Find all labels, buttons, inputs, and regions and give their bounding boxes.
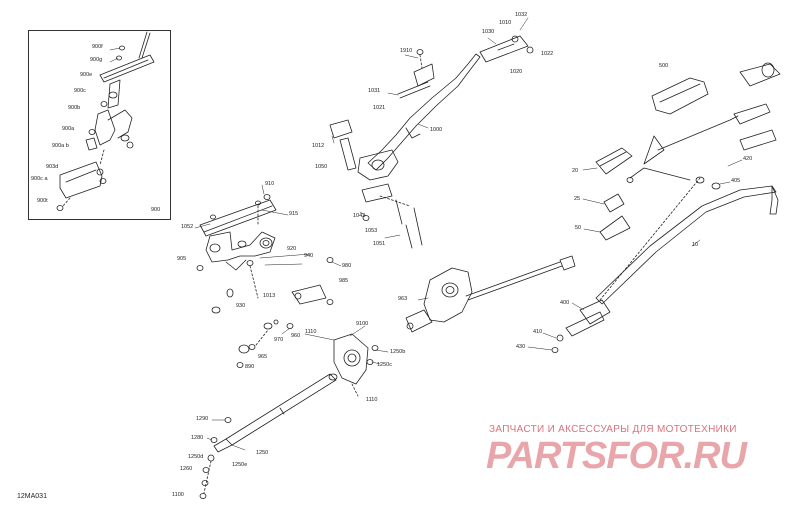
label-1022: 1022 <box>541 51 554 57</box>
label-970: 970 <box>274 337 284 343</box>
label-50: 50 <box>575 225 582 231</box>
throttle-20 <box>595 115 739 241</box>
label-20: 20 <box>572 168 579 174</box>
label-1110-bottom: 1110 <box>366 397 378 403</box>
label-900t: 900t <box>37 198 48 204</box>
label-1250: 1250 <box>256 450 269 456</box>
label-1010: 1010 <box>499 20 512 26</box>
watermark-tagline: ЗАПЧАСТИ И АКСЕССУАРЫ ДЛЯ МОТОТЕХНИКИ <box>489 424 737 435</box>
label-900a-b: 900a b <box>52 143 69 149</box>
label-1100: 1100 <box>172 492 184 498</box>
housing-9100 <box>333 333 379 397</box>
label-1031: 1031 <box>368 88 381 94</box>
label-890: 890 <box>245 364 255 370</box>
label-900a: 900a <box>62 126 75 132</box>
pedal-arm-1000 <box>329 35 534 249</box>
label-1250e: 1250e <box>232 462 248 468</box>
label-960: 960 <box>291 333 301 339</box>
label-1013: 1013 <box>263 293 276 299</box>
inset-box-900 <box>28 30 171 220</box>
label-420: 420 <box>743 156 753 162</box>
label-1053: 1053 <box>365 228 378 234</box>
bracket-assembly <box>196 194 277 271</box>
shaft-1250 <box>199 373 338 499</box>
label-500: 500 <box>659 63 669 69</box>
label-1012: 1012 <box>312 143 325 149</box>
label-963: 963 <box>398 296 408 302</box>
label-400: 400 <box>560 300 570 306</box>
label-430: 430 <box>516 344 526 350</box>
label-1250d: 1250d <box>188 454 204 460</box>
label-940: 940 <box>304 253 314 259</box>
label-410: 410 <box>533 329 543 335</box>
inset-assembly-900 <box>56 31 155 211</box>
grip-500 <box>651 62 781 190</box>
label-1260: 1260 <box>180 466 193 472</box>
leader-lines <box>109 17 743 451</box>
label-1030: 1030 <box>482 29 495 35</box>
lever-parts-cluster <box>211 257 334 368</box>
label-1052: 1052 <box>181 224 194 230</box>
label-9100: 9100 <box>356 321 369 327</box>
label-1050: 1050 <box>315 164 328 170</box>
label-900: 900 <box>151 207 161 213</box>
label-905: 905 <box>177 256 187 262</box>
diagram-code: 12MA031 <box>17 493 47 500</box>
label-405: 405 <box>731 178 741 184</box>
label-900c-a: 900c a <box>31 176 48 182</box>
label-900f: 900f <box>92 44 103 50</box>
label-900e: 900e <box>80 72 93 78</box>
label-1020: 1020 <box>510 69 523 75</box>
label-930: 930 <box>236 303 246 309</box>
label-1000: 1000 <box>430 127 443 133</box>
label-1910: 1910 <box>400 48 413 54</box>
brake-caliper-963 <box>405 255 576 333</box>
label-1250c: 1250c <box>377 362 392 368</box>
label-1290: 1290 <box>196 416 209 422</box>
label-985: 985 <box>339 278 349 284</box>
label-920: 920 <box>287 246 297 252</box>
handlebar-10 <box>551 177 779 353</box>
label-1032: 1032 <box>515 12 528 18</box>
label-1051: 1051 <box>373 241 386 247</box>
label-900b: 900b <box>68 105 81 111</box>
label-25: 25 <box>574 196 581 202</box>
label-915: 915 <box>289 211 299 217</box>
label-910: 910 <box>265 181 275 187</box>
label-965: 965 <box>258 354 268 360</box>
label-1021: 1021 <box>373 105 386 111</box>
watermark-logo: PARTSFOR.RU <box>486 435 747 477</box>
label-1250b: 1250b <box>390 349 406 355</box>
label-1280: 1280 <box>191 435 204 441</box>
label-900g: 900g <box>90 57 103 63</box>
label-1110-top: 1110 <box>305 329 317 335</box>
label-903d: 903d <box>46 164 59 170</box>
label-900c: 900c <box>74 88 86 94</box>
label-1042: 1042 <box>353 213 366 219</box>
label-10: 10 <box>692 242 699 248</box>
label-980: 980 <box>342 263 352 269</box>
